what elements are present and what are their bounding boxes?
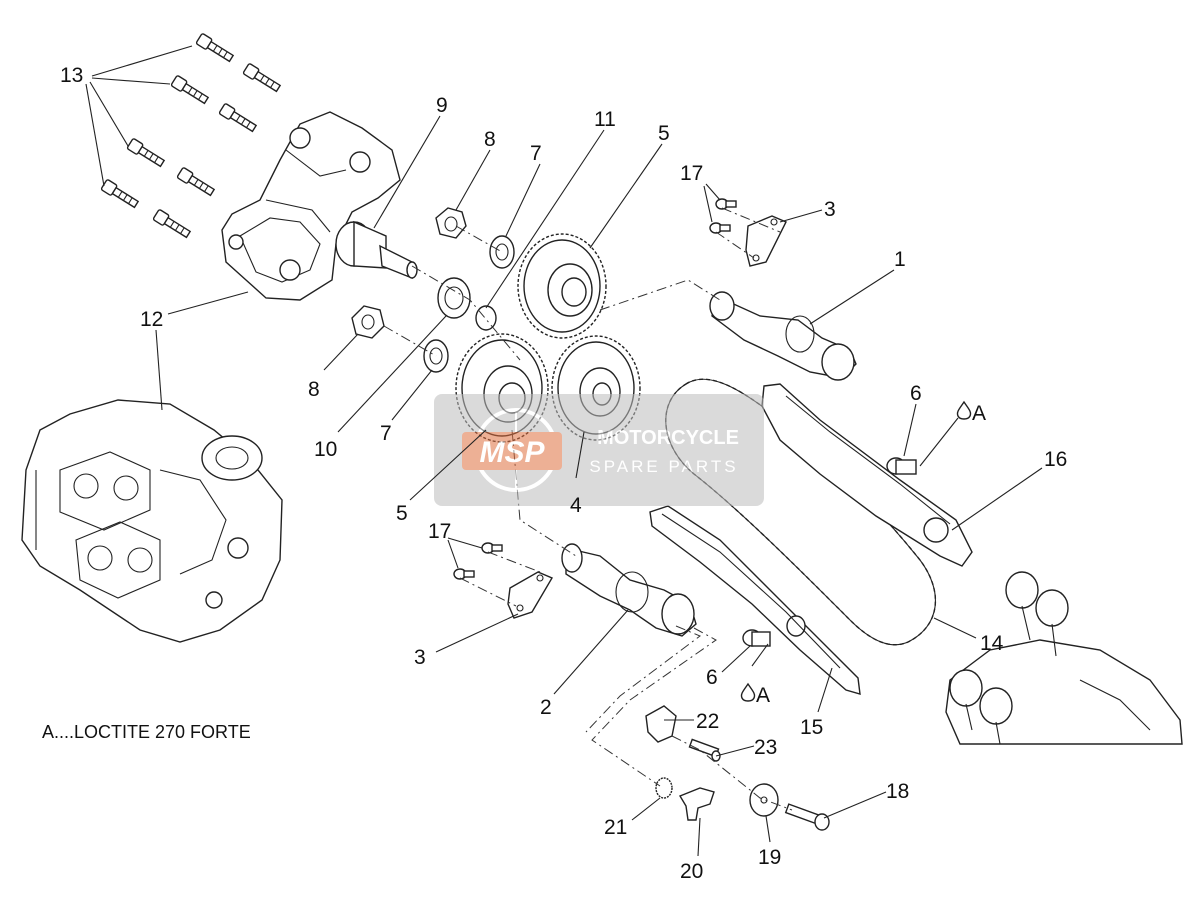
loctite-drop-icon — [956, 400, 972, 420]
pin-23 — [688, 738, 721, 762]
loctite-A-lower: A — [756, 684, 770, 707]
screws-17-lower — [453, 542, 503, 580]
leader-lines — [85, 45, 1043, 857]
callout-8-upper: 8 — [484, 128, 496, 151]
valve-train-assembly — [945, 571, 1183, 745]
nut-8-lower — [351, 305, 385, 339]
bracket-3-lower — [507, 571, 554, 619]
callout-8-lower: 8 — [308, 378, 320, 401]
callout-9: 9 — [436, 94, 448, 117]
loctite-drop-icon — [740, 682, 756, 702]
spring-21 — [655, 777, 673, 799]
callout-17-upper: 17 — [680, 162, 703, 185]
callout-6-lower: 6 — [706, 666, 718, 689]
camshaft-1 — [709, 291, 857, 381]
callout-14: 14 — [980, 632, 1004, 655]
watermark-logo: MSP — [479, 436, 545, 469]
decompressor-22 — [645, 705, 677, 743]
spacer-11 — [475, 305, 497, 331]
lever-20 — [678, 787, 715, 821]
callout-6-upper: 6 — [910, 382, 922, 405]
loctite-A-upper: A — [972, 402, 986, 425]
idler-shaft-9 — [335, 220, 418, 280]
callout-12: 12 — [140, 308, 163, 331]
callout-23: 23 — [754, 736, 777, 759]
bolt-18 — [784, 803, 830, 831]
washer-19 — [749, 783, 779, 817]
washer-10 — [437, 277, 471, 319]
callout-2: 2 — [540, 696, 552, 719]
callout-13: 13 — [60, 64, 83, 87]
callout-17-lower: 17 — [428, 520, 451, 543]
gear-5-upper — [517, 233, 607, 339]
callout-labels: 13 12 9 8 7 11 5 17 3 1 8 10 7 5 4 6 A 1… — [60, 64, 1067, 883]
watermark-line1: MOTORCYCLE — [597, 427, 739, 449]
loctite-note: A....LOCTITE 270 FORTE — [42, 722, 251, 742]
callout-3-upper: 3 — [824, 198, 836, 221]
callout-5-lower: 5 — [396, 502, 408, 525]
callout-11: 11 — [594, 108, 616, 131]
callout-4: 4 — [570, 494, 582, 517]
callout-15: 15 — [800, 716, 823, 739]
chain-tensioner-15 — [649, 505, 861, 695]
callout-7-upper: 7 — [530, 142, 542, 165]
chain-guide-16 — [761, 383, 973, 567]
camshaft-2 — [561, 543, 697, 637]
cylinder-head-12 — [21, 399, 283, 643]
pin-6-upper — [886, 457, 917, 475]
callout-5-upper: 5 — [658, 122, 670, 145]
washer-7-upper — [489, 235, 515, 269]
callout-16: 16 — [1044, 448, 1067, 471]
screws-17-upper — [709, 198, 737, 234]
nut-8-upper — [435, 207, 467, 239]
callout-1: 1 — [894, 248, 906, 271]
callout-7-lower: 7 — [380, 422, 392, 445]
callout-19: 19 — [758, 846, 781, 869]
callout-10: 10 — [314, 438, 337, 461]
bracket-3-upper — [745, 215, 787, 267]
callout-3-lower: 3 — [414, 646, 426, 669]
callout-22: 22 — [696, 710, 719, 733]
watermark: MSP MOTORCYCLE SPARE PARTS — [434, 394, 764, 506]
assembly-lines — [383, 207, 793, 811]
pin-6-lower — [742, 629, 771, 647]
callout-21: 21 — [604, 816, 627, 839]
callout-18: 18 — [886, 780, 909, 803]
camshaft-carrier-12 — [221, 111, 401, 301]
callout-20: 20 — [680, 860, 703, 883]
watermark-line2: SPARE PARTS — [589, 457, 738, 476]
